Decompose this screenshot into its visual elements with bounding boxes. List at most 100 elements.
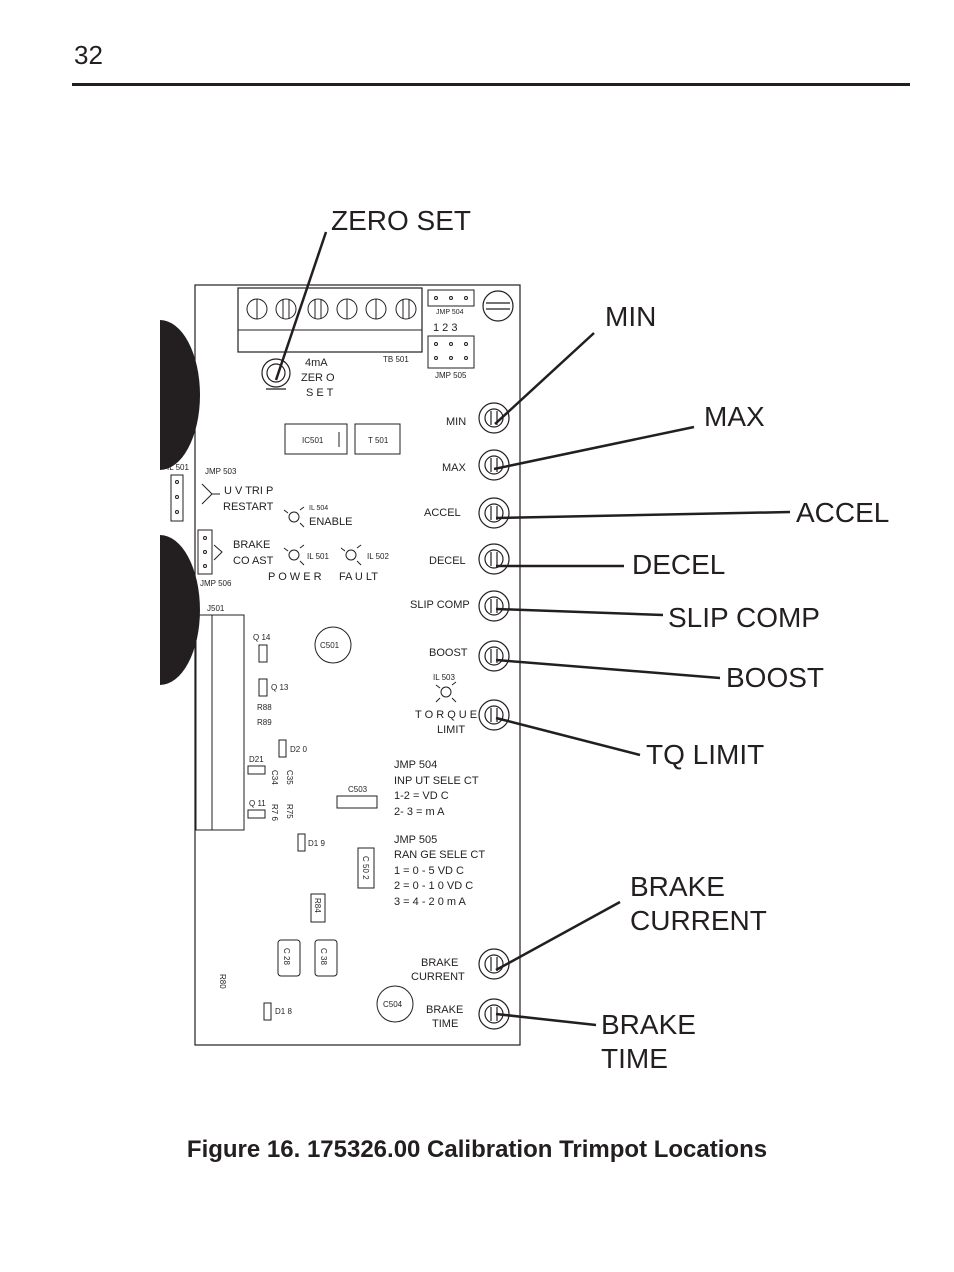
q11 [247,809,266,819]
label-zero-2: ZER O [301,372,335,384]
left-half-disc-top [160,320,200,470]
brake-time-trimpot [478,998,510,1030]
label-c28: C 28 [282,948,291,965]
label-limit: LIMIT [437,724,465,736]
label-il504: IL 504 [309,505,328,512]
figure-caption: Figure 16. 175326.00 Calibration Trimpot… [186,1136,768,1163]
r84 [310,893,326,923]
label-ic501: IC501 [302,436,324,445]
label-c34: C34 [270,770,279,785]
label-r76: R7 6 [270,804,279,821]
accel-trimpot [478,497,510,529]
c501 [314,626,352,664]
label-r88: R88 [257,703,272,712]
c28 [277,939,301,977]
callout-min: MIN [605,301,656,332]
label-r89: R89 [257,718,272,727]
d19 [297,833,306,852]
note-jmp505-l1: RAN GE SELE CT [394,849,485,861]
label-pot-accel: ACCEL [424,507,461,519]
d18 [263,1002,272,1021]
d21 [247,765,266,775]
page-number: 32 [74,40,103,70]
q13 [258,678,268,697]
label-tb501: TB 501 [383,355,409,364]
label-il501: IL 501 [307,552,329,561]
jumper-jmp505 [427,335,475,369]
leader-max [493,425,695,471]
j501-connector [195,614,245,831]
label-c504: C504 [383,1000,403,1009]
note-jmp505-l3: 2 = 0 - 1 0 VD C [394,880,473,892]
mounting-screw [482,290,514,322]
leader-brake-current [495,900,621,972]
leader-tq-limit [495,716,641,757]
led-il501 [283,544,305,566]
note-jmp504-l2: 1-2 = VD C [394,790,449,802]
header-rule [72,83,910,86]
note-jmp505-l2: 1 = 0 - 5 VD C [394,865,464,877]
jmp506-header [197,529,213,575]
label-t501: T 501 [368,436,389,445]
callout-max: MAX [704,401,765,432]
label-d20: D2 0 [290,745,307,754]
label-r75: R75 [285,804,294,819]
callout-boost: BOOST [726,662,824,693]
label-j501: J501 [207,604,225,613]
leader-slip-comp [495,607,664,617]
label-zero-3: S E T [306,387,334,399]
ic501 [284,423,348,455]
label-q14: Q 14 [253,633,271,642]
label-r84: R84 [313,898,322,913]
label-d21: D21 [249,755,264,764]
label-torque: T O R Q U E [415,709,477,721]
label-jmp503: JMP 503 [205,467,237,476]
led-il502 [340,544,362,566]
il501-header [170,474,184,522]
label-r80: R80 [218,974,227,989]
label-jmp505: JMP 505 [435,371,467,380]
callout-accel: ACCEL [796,497,889,528]
note-jmp504-title: JMP 504 [394,759,437,771]
leader-boost [495,658,721,680]
label-c502: C 50 2 [361,856,370,880]
led-il503 [435,681,457,703]
pcb-outline [194,284,521,1046]
label-q11: Q 11 [249,799,266,808]
label-d19: D1 9 [308,839,325,848]
leader-zero-set [274,231,328,381]
jumper-jmp504 [427,289,475,307]
c502 [357,847,375,889]
callout-brake-current-1: BRAKE [630,871,725,902]
label-jmp506: JMP 506 [200,579,232,588]
note-jmp505-l4: 3 = 4 - 2 0 m A [394,896,467,908]
c38 [314,939,338,977]
label-c35: C35 [285,770,294,785]
label-c38: C 38 [319,948,328,965]
label-pot-brake-time-2: TIME [432,1018,458,1030]
c504 [376,985,414,1023]
label-pot-slip: SLIP COMP [410,599,470,611]
label-pot-brake-cur-1: BRAKE [421,957,458,969]
jmp506-switch [213,544,223,561]
terminal-block-tb501 [237,287,423,353]
label-il501-left: IL 501 [167,463,189,472]
boost-trimpot [478,640,510,672]
slip-comp-trimpot [478,590,510,622]
label-il503: IL 503 [433,673,455,682]
d20 [278,739,287,758]
leader-accel [495,510,791,520]
label-c501: C501 [320,641,340,650]
label-q13: Q 13 [271,683,289,692]
label-d18: D1 8 [275,1007,292,1016]
note-jmp505-title: JMP 505 [394,834,437,846]
label-enable: ENABLE [309,516,352,528]
max-trimpot [478,449,510,481]
zero-set-trimpot [261,358,291,390]
min-trimpot [478,402,510,434]
callout-zero-set: ZERO SET [331,205,471,236]
led-il504 [283,506,305,528]
label-uv-trip: U V TRI P [224,485,273,497]
callout-decel: DECEL [632,549,725,580]
